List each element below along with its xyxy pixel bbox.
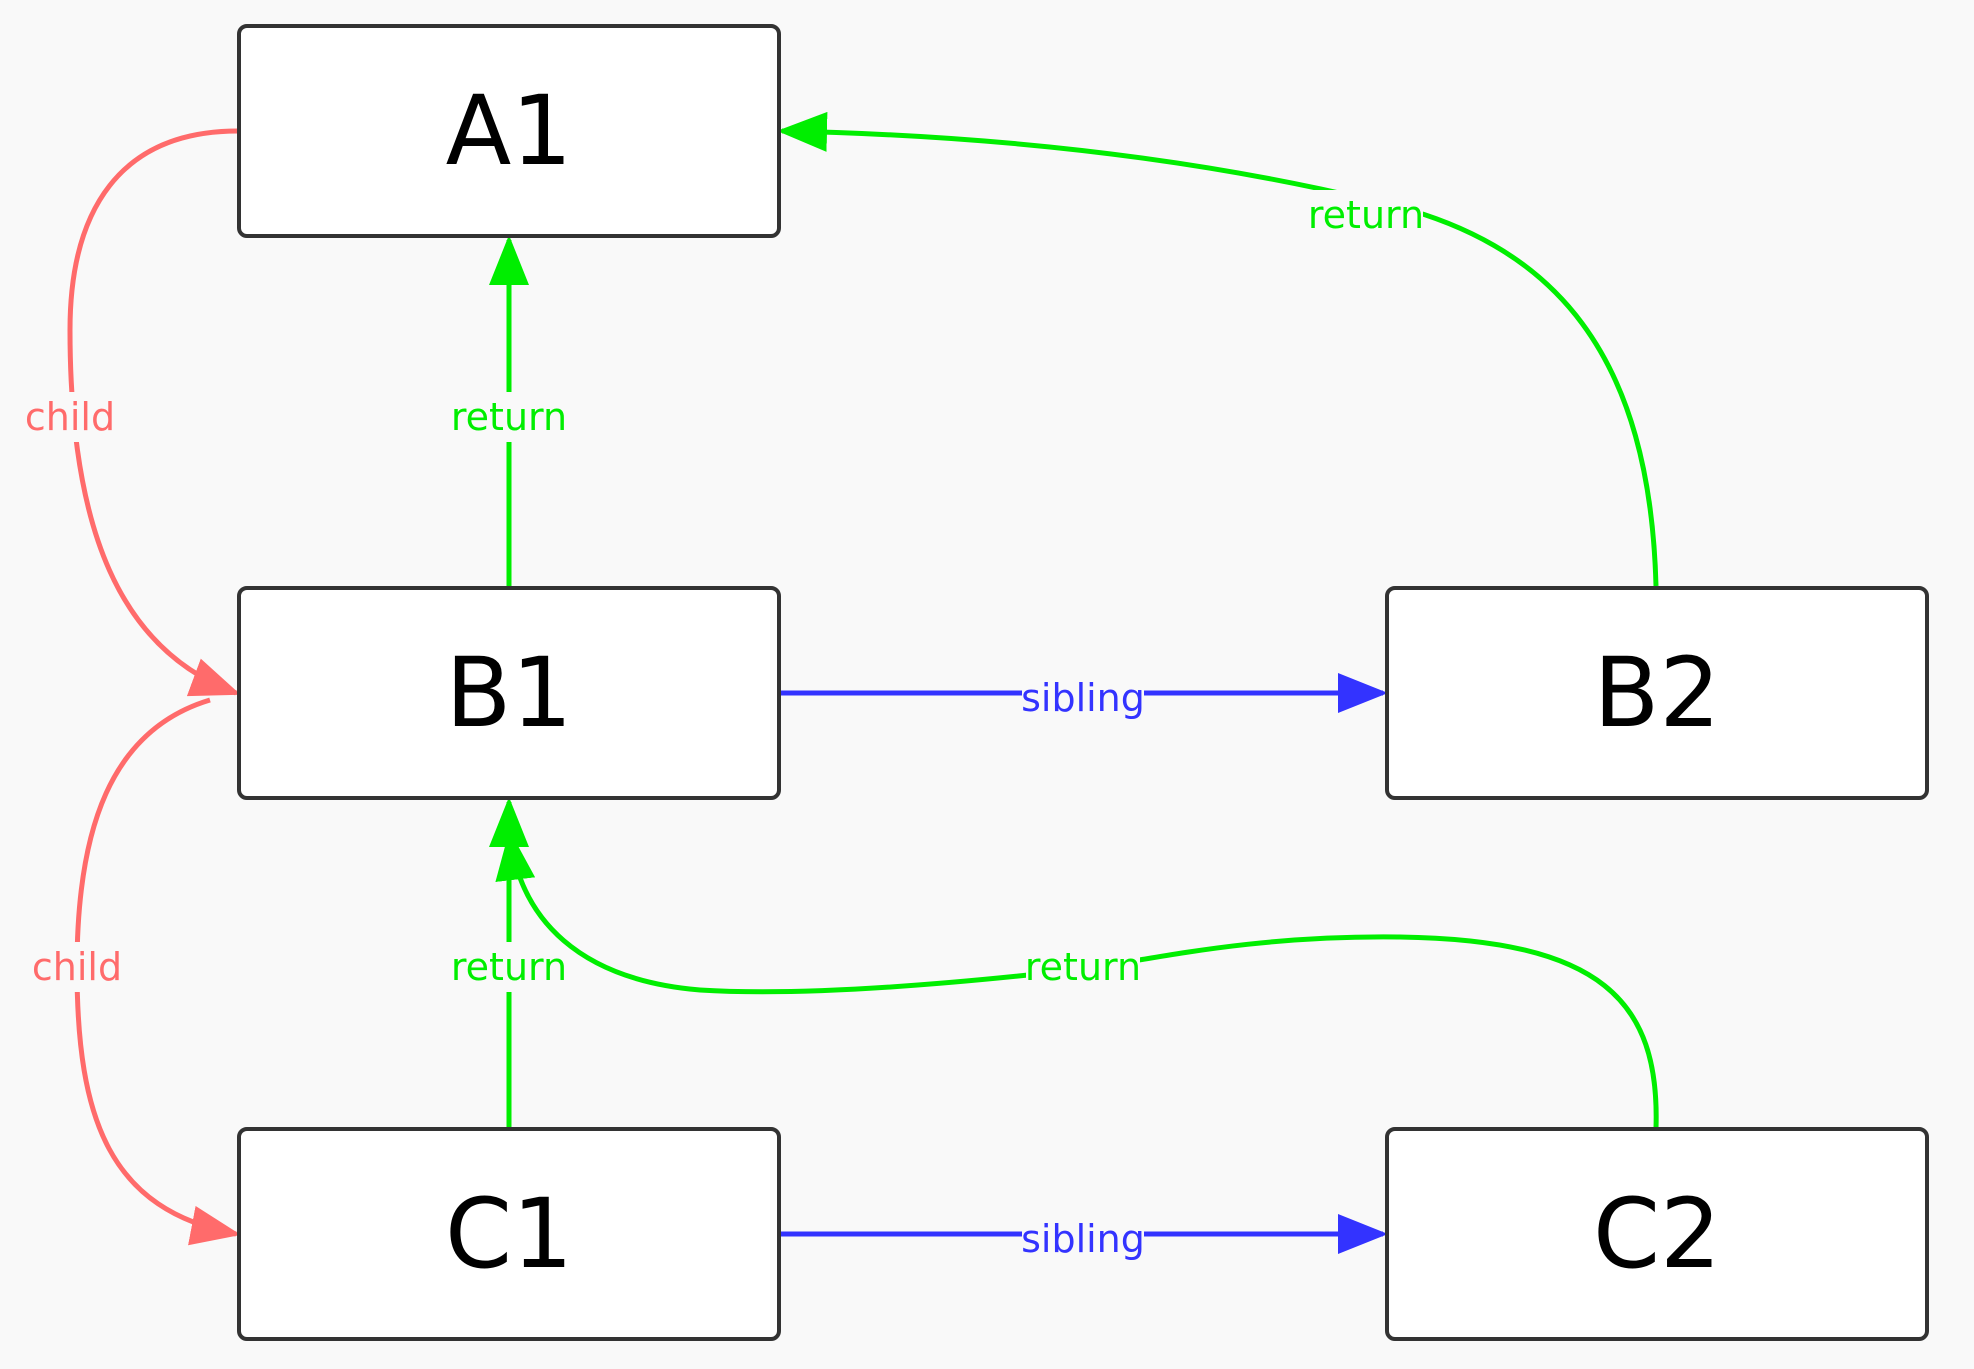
edge-c1-b1-return: return bbox=[451, 797, 567, 1128]
edge-a1-b1-child: child bbox=[24, 128, 241, 697]
node-b1[interactable]: B1 bbox=[237, 586, 781, 800]
edge-label-sibling-2: sibling bbox=[1021, 1217, 1145, 1261]
node-a1[interactable]: A1 bbox=[237, 24, 781, 238]
edge-b1-b2-sibling: sibling bbox=[781, 673, 1388, 723]
edge-label-return-4: return bbox=[1025, 945, 1141, 989]
edge-b1-a1-return: return bbox=[451, 235, 567, 586]
node-b2[interactable]: B2 bbox=[1385, 586, 1929, 800]
edge-label-child-2: child bbox=[32, 945, 122, 989]
node-a1-label: A1 bbox=[446, 75, 573, 187]
edge-b1-c1-child: child bbox=[31, 697, 241, 1246]
node-b2-label: B2 bbox=[1594, 637, 1721, 749]
edge-b2-a1-return-line bbox=[777, 111, 1659, 587]
node-c2[interactable]: C2 bbox=[1385, 1127, 1929, 1341]
edge-label-return-3: return bbox=[451, 945, 567, 989]
edge-a1-b1-child-line bbox=[67, 128, 241, 697]
node-c1-label: C1 bbox=[445, 1178, 573, 1290]
node-c2-label: C2 bbox=[1593, 1178, 1721, 1290]
edge-c2-b1-return: return bbox=[495, 830, 1659, 1129]
edge-b2-a1-return: return bbox=[777, 111, 1659, 587]
node-c1[interactable]: C1 bbox=[237, 1127, 781, 1341]
edge-label-return-1: return bbox=[451, 395, 567, 439]
edge-c1-c2-sibling: sibling bbox=[781, 1214, 1388, 1264]
edge-label-sibling-1: sibling bbox=[1021, 676, 1145, 720]
edge-label-return-2: return bbox=[1308, 193, 1424, 237]
edge-label-child-1: child bbox=[25, 395, 115, 439]
node-b1-label: B1 bbox=[446, 637, 573, 749]
